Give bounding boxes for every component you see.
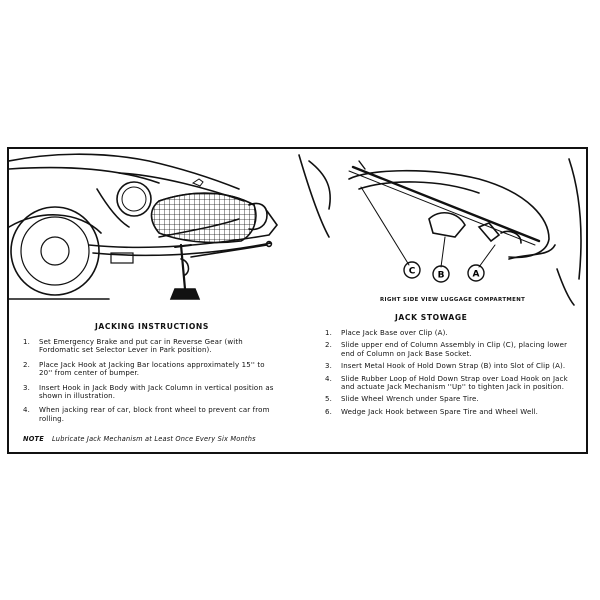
list-item: 1.Set Emergency Brake and put car in Rev… — [23, 338, 243, 355]
stowage-steps-list: 1.Place Jack Base over Clip (A). 2.Slide… — [325, 329, 583, 420]
list-item: 3.Insert Metal Hook of Hold Down Strap (… — [325, 362, 566, 371]
list-item: 5.Slide Wheel Wrench under Spare Tire. — [325, 395, 479, 404]
list-item: 4.Slide Rubber Loop of Hold Down Strap o… — [325, 374, 568, 392]
list-item: 1.Place Jack Base over Clip (A). — [325, 329, 448, 337]
jack-stowage-title: JACK STOWAGE — [395, 313, 468, 322]
car-front-jack-illustration — [9, 153, 279, 300]
list-item: 6.Wedge Jack Hook between Spare Tire and… — [325, 407, 538, 416]
jacking-steps-list: 1.Set Emergency Brake and put car in Rev… — [23, 338, 277, 429]
stowage-illustration-caption: RIGHT SIDE VIEW LUGGAGE COMPARTMENT — [380, 297, 526, 303]
luggage-compartment-illustration — [298, 154, 582, 306]
callout-a: A — [473, 270, 480, 280]
list-item: 2.Place Jack Hook at Jacking Bar locatio… — [23, 360, 265, 378]
list-item: 4.When jacking rear of car, block front … — [23, 406, 270, 423]
note-text: Lubricate Jack Mechanism at Least Once E… — [51, 435, 256, 443]
list-item: 2.Slide upper end of Column Assembly in … — [325, 341, 568, 358]
lubrication-note: NOTE Lubricate Jack Mechanism at Least On… — [23, 435, 256, 443]
decal-illustrations: C B A — [9, 153, 582, 306]
instruction-decal: C B A RIGHT SIDE VIEW LUGGAGE COMPARTMEN… — [7, 147, 588, 454]
list-item: 3.Insert Hook in Jack Body with Jack Col… — [23, 383, 274, 401]
callout-b: B — [438, 271, 445, 281]
note-label: NOTE — [23, 435, 44, 443]
callout-c: C — [409, 267, 416, 277]
jacking-instructions-title: JACKING INSTRUCTIONS — [95, 322, 209, 331]
